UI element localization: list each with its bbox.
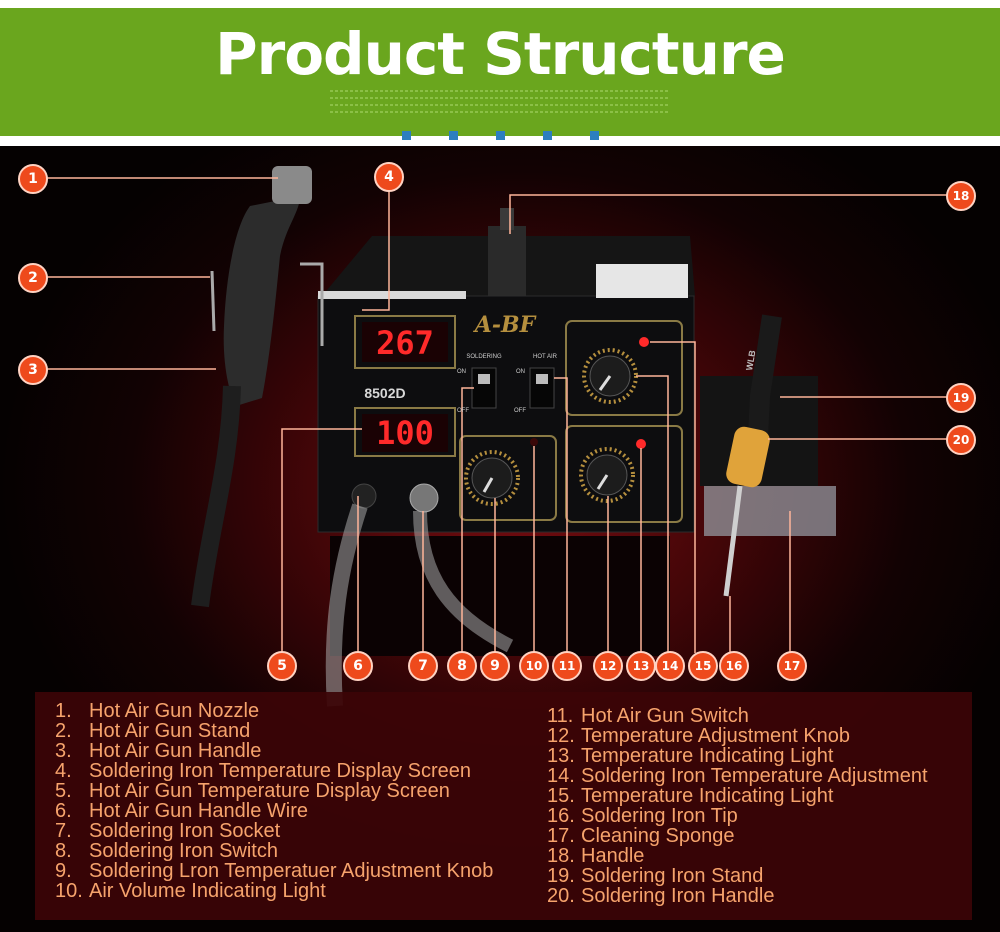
product-photo: 267 100 A-BF 8502D SOLDERING HOT AIR ON … bbox=[0, 146, 1000, 932]
callout-11: 11 bbox=[552, 651, 582, 681]
callout-10: 10 bbox=[519, 651, 549, 681]
callout-9: 9 bbox=[480, 651, 510, 681]
callout-13: 13 bbox=[626, 651, 656, 681]
label-soldering: SOLDERING bbox=[466, 354, 502, 360]
indicator-light-bottom bbox=[636, 439, 646, 449]
callout-7: 7 bbox=[408, 651, 438, 681]
legend-item: 17.Cleaning Sponge bbox=[547, 825, 735, 847]
legend-item: 12.Temperature Adjustment Knob bbox=[547, 725, 851, 747]
legend-item: 13.Temperature Indicating Light bbox=[547, 745, 834, 767]
air-volume-light bbox=[530, 438, 538, 446]
legend-item: 6.Hot Air Gun Handle Wire bbox=[55, 800, 308, 822]
legend-item: 11.Hot Air Gun Switch bbox=[547, 705, 749, 727]
label-off-2: OFF bbox=[514, 408, 526, 414]
callout-15: 15 bbox=[688, 651, 718, 681]
callout-3: 3 bbox=[18, 355, 48, 385]
legend-item: 14.Soldering Iron Temperature Adjustment bbox=[547, 765, 928, 787]
callout-19: 19 bbox=[946, 383, 976, 413]
iron-brand-text: WLB bbox=[744, 349, 757, 371]
soldering-temp-knob-ring bbox=[464, 450, 520, 506]
hot-air-gun-cable bbox=[191, 385, 241, 608]
legend-item: 16.Soldering Iron Tip bbox=[547, 805, 738, 827]
hot-air-gun-stand bbox=[300, 262, 324, 346]
label-on-1: ON bbox=[457, 369, 466, 375]
soldering-iron-tip bbox=[723, 485, 743, 597]
hot-air-switch bbox=[529, 367, 555, 409]
legend-item: 7.Soldering Iron Socket bbox=[55, 820, 281, 842]
callout-1: 1 bbox=[18, 164, 48, 194]
callout-6: 6 bbox=[343, 651, 373, 681]
page-title: Product Structure bbox=[215, 20, 786, 88]
callout-16: 16 bbox=[719, 651, 749, 681]
model-number: 8502D bbox=[364, 385, 405, 401]
callout-8: 8 bbox=[447, 651, 477, 681]
station-sticker bbox=[596, 264, 688, 298]
label-off-1: OFF bbox=[457, 408, 469, 414]
callout-18: 18 bbox=[946, 181, 976, 211]
air-volume-knob-ring bbox=[579, 447, 635, 503]
legend-item: 1.Hot Air Gun Nozzle bbox=[55, 700, 260, 722]
callout-20: 20 bbox=[946, 425, 976, 455]
legend-item: 20.Soldering Iron Handle bbox=[547, 885, 775, 907]
legend-item: 2.Hot Air Gun Stand bbox=[55, 720, 251, 742]
legend-item: 18.Handle bbox=[547, 845, 645, 867]
soldering-iron-grip bbox=[726, 426, 770, 488]
brand-logo: A-BF bbox=[473, 312, 537, 338]
legend-item: 4.Soldering Iron Temperature Display Scr… bbox=[55, 760, 472, 782]
parts-legend: 1.Hot Air Gun Nozzle 2.Hot Air Gun Stand… bbox=[35, 692, 972, 920]
legend-item: 5.Hot Air Gun Temperature Display Screen bbox=[55, 780, 450, 802]
indicator-light-top bbox=[639, 337, 649, 347]
header-banner: Product Structure bbox=[0, 8, 1000, 140]
label-hot-air: HOT AIR bbox=[533, 354, 558, 360]
station-handle bbox=[488, 226, 526, 296]
callout-17: 17 bbox=[777, 651, 807, 681]
legend-item: 19.Soldering Iron Stand bbox=[547, 865, 764, 887]
legend-item: 15.Temperature Indicating Light bbox=[547, 785, 834, 807]
legend-item: 8.Soldering Iron Switch bbox=[55, 840, 278, 862]
callout-2: 2 bbox=[18, 263, 48, 293]
hot-air-gun-body bbox=[223, 196, 300, 406]
hot-air-gun-nozzle bbox=[272, 166, 312, 204]
legend-right-column: 11.Hot Air Gun Switch 12.Temperature Adj… bbox=[547, 706, 928, 906]
decorative-dots bbox=[0, 125, 1000, 144]
display-top bbox=[362, 322, 448, 362]
soldering-iron-socket bbox=[409, 483, 439, 513]
label-on-2: ON bbox=[516, 369, 525, 375]
callout-12: 12 bbox=[593, 651, 623, 681]
legend-item: 10.Air Volume Indicating Light bbox=[55, 880, 326, 902]
decorative-fine-text bbox=[330, 90, 670, 113]
callout-4: 4 bbox=[374, 162, 404, 192]
callout-5: 5 bbox=[267, 651, 297, 681]
product-illustration: 267 100 A-BF 8502D SOLDERING HOT AIR ON … bbox=[46, 166, 948, 707]
legend-left-column: 1.Hot Air Gun Nozzle 2.Hot Air Gun Stand… bbox=[55, 701, 493, 901]
display-bottom bbox=[362, 414, 448, 452]
station-label-strip bbox=[318, 291, 466, 299]
callout-14: 14 bbox=[655, 651, 685, 681]
display-top-value: 267 bbox=[376, 324, 434, 362]
display-bottom-value: 100 bbox=[376, 414, 434, 452]
legend-item: 3.Hot Air Gun Handle bbox=[55, 740, 262, 762]
legend-item: 9.Soldering Lron Temperatuer Adjustment … bbox=[55, 860, 494, 882]
cleaning-sponge-tray bbox=[704, 486, 836, 536]
